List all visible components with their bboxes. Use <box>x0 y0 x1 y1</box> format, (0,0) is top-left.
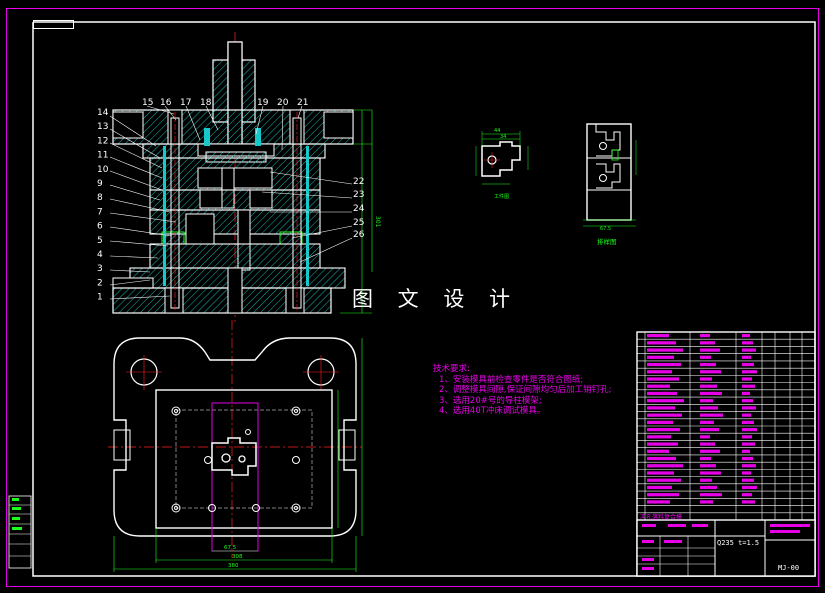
part-label-23: 23 <box>353 190 364 200</box>
workpiece-drawing: 44 34 工件图 <box>475 128 529 200</box>
watermark-title: 图 文 设 计 <box>352 287 520 311</box>
part-label-18: 18 <box>200 98 212 108</box>
part-label-7: 7 <box>97 207 103 217</box>
title-block-drawing-no: MJ-00 <box>778 564 800 572</box>
workpiece-label: 工件图 <box>494 193 509 200</box>
part-label-3: 3 <box>97 264 103 274</box>
technical-requirements: 技术要求: 1、安装模具前检查零件是否符合图纸; 2、调整模具间隙,保证间隙均匀… <box>433 364 611 417</box>
part-label-24: 24 <box>353 204 365 214</box>
tech-req-item-1: 1、安装模具前检查零件是否符合图纸; <box>439 374 584 385</box>
part-label-26: 26 <box>353 230 365 240</box>
part-label-10: 10 <box>97 165 109 175</box>
part-label-19: 19 <box>257 98 269 108</box>
part-label-25: 25 <box>353 218 364 228</box>
strip-label: 排样图 <box>597 237 617 246</box>
part-label-1: 1 <box>97 293 103 303</box>
part-label-5: 5 <box>97 236 103 246</box>
part-label-12: 12 <box>97 136 108 146</box>
part-label-16: 16 <box>160 98 172 108</box>
part-label-17: 17 <box>180 98 191 108</box>
part-label-21: 21 <box>297 98 308 108</box>
tech-req-item-2: 2、调整模具间隙,保证间隙均匀后加工销钉孔; <box>439 385 612 395</box>
tech-req-item-3: 3、选用20#号的导柱模架; <box>439 395 542 406</box>
part-number-labels-top: 15 16 17 18 19 20 21 <box>142 98 308 108</box>
title-block-drawing-name: 冲孔落料复合模 <box>640 514 683 521</box>
dim-workpiece-top2: 34 <box>500 134 506 140</box>
dim-workpiece-top: 44 <box>494 128 500 134</box>
plan-view: 67.5 308 380 <box>108 320 363 572</box>
part-label-2: 2 <box>97 278 103 288</box>
dim-plan-bottom: 67.5 <box>224 545 237 551</box>
part-label-11: 11 <box>97 151 108 161</box>
part-number-labels-right: 22 23 24 25 26 <box>353 177 365 240</box>
part-label-15: 15 <box>142 98 153 108</box>
part-label-8: 8 <box>97 193 103 203</box>
part-label-20: 20 <box>277 98 289 108</box>
dim-plan-width-inner: 308 <box>232 554 243 560</box>
dim-height: 301 <box>374 216 381 228</box>
tech-req-item-4: 4、选用40T冲床调试模具。 <box>439 406 546 416</box>
part-label-4: 4 <box>97 250 103 260</box>
part-label-14: 14 <box>97 108 109 118</box>
section-view: 301 <box>109 32 381 322</box>
part-label-13: 13 <box>97 122 108 132</box>
tech-req-heading: 技术要求: <box>433 364 470 374</box>
dim-strip-bottom: 67.5 <box>600 226 611 232</box>
left-side-block <box>8 495 32 569</box>
part-number-labels-left: 14 13 12 11 10 9 8 7 6 5 4 3 2 1 <box>97 108 109 303</box>
dim-plan-width-outer: 380 <box>228 563 239 569</box>
strip-layout-drawing: 67.5 排样图 <box>583 123 637 246</box>
title-block-material: Q235 t=1.5 <box>717 539 760 547</box>
title-block <box>636 519 816 577</box>
part-label-6: 6 <box>97 222 103 232</box>
part-label-22: 22 <box>353 177 364 187</box>
part-label-9: 9 <box>97 179 103 189</box>
